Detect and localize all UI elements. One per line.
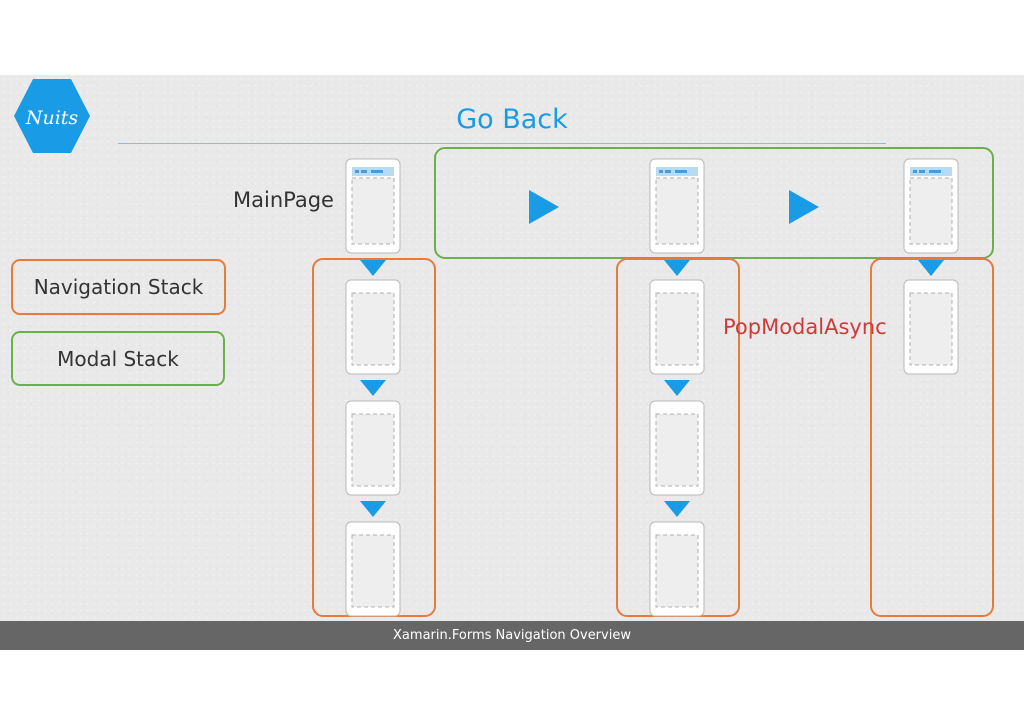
arrow-down-icon <box>664 501 690 517</box>
arrow-down-icon <box>664 380 690 396</box>
arrow-down-icon <box>360 260 386 276</box>
footer-bar: Xamarin.Forms Navigation Overview <box>0 621 1024 650</box>
phone-icon <box>345 400 401 496</box>
phone-icon <box>649 400 705 496</box>
hexagon-logo-icon: Nuits <box>14 79 90 153</box>
slide-background <box>0 75 1024 650</box>
navigation-stack-box-3 <box>870 258 994 617</box>
phone-icon <box>903 158 959 254</box>
main-page-label: MainPage <box>233 188 334 212</box>
title-underline <box>118 143 886 144</box>
phone-icon <box>345 158 401 254</box>
arrow-right-icon <box>789 190 819 224</box>
logo-text: Nuits <box>25 107 79 129</box>
phone-icon <box>903 279 959 375</box>
phone-icon <box>649 521 705 617</box>
arrow-down-icon <box>664 260 690 276</box>
legend-modal-label: Modal Stack <box>57 346 179 371</box>
phone-icon <box>649 158 705 254</box>
arrow-right-icon <box>529 190 559 224</box>
slide-title: Go Back <box>456 104 568 135</box>
arrow-down-icon <box>360 380 386 396</box>
phone-icon <box>649 279 705 375</box>
phone-icon <box>345 279 401 375</box>
legend-navigation-label: Navigation Stack <box>33 275 204 299</box>
footer-text: Xamarin.Forms Navigation Overview <box>393 628 631 643</box>
pop-modal-async-label: PopModalAsync <box>723 315 887 339</box>
legend-navigation-stack: Navigation Stack <box>11 259 226 315</box>
legend-modal-stack: Modal Stack <box>11 331 225 386</box>
phone-icon <box>345 521 401 617</box>
arrow-down-icon <box>918 260 944 276</box>
arrow-down-icon <box>360 501 386 517</box>
